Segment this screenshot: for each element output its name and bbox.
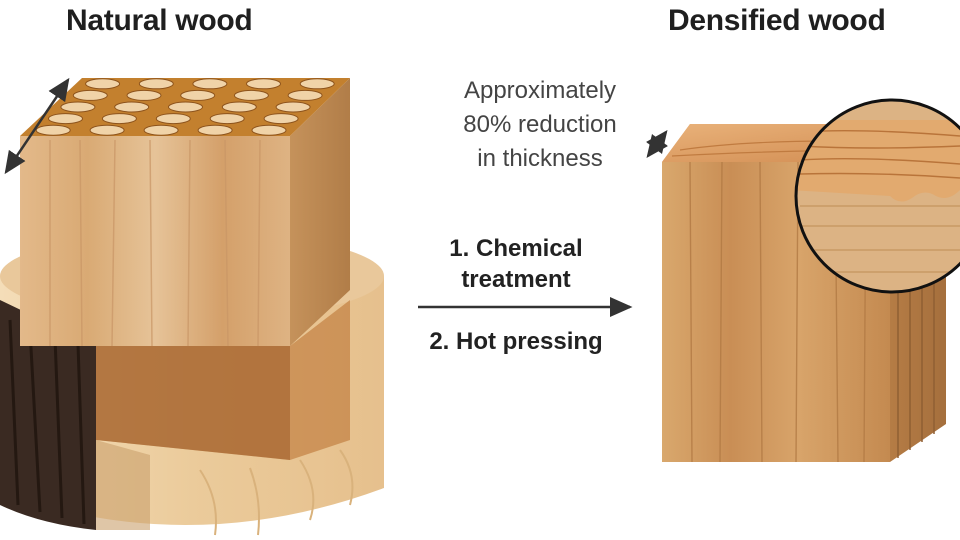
wood-cell <box>233 89 269 101</box>
annotation-line-1: Approximately <box>463 77 617 104</box>
wood-cell <box>155 113 191 125</box>
natural-wood-title: Natural wood <box>66 4 253 37</box>
wood-cell <box>263 113 299 125</box>
wood-cell <box>197 124 233 136</box>
wood-cell <box>287 89 323 101</box>
wood-cell <box>60 101 96 113</box>
wood-cell <box>89 124 125 136</box>
thickness-annotation: Approximately 80% reduction in thickness <box>440 74 640 176</box>
annotation-line-3: in thickness <box>477 145 603 172</box>
wood-cell <box>101 113 137 125</box>
wood-cell <box>299 78 335 90</box>
wood-cell <box>85 78 121 90</box>
wood-cell <box>192 78 228 90</box>
wood-cell <box>138 78 174 90</box>
wood-cell <box>126 89 162 101</box>
wood-cell <box>143 124 179 136</box>
wood-cell <box>221 101 257 113</box>
wood-cell <box>251 124 287 136</box>
wood-cell <box>180 89 216 101</box>
step1-line2: treatment <box>461 266 571 293</box>
wood-cell <box>275 101 311 113</box>
process-step-pressing: 2. Hot pressing <box>429 328 603 355</box>
thickness-reduction-arrow <box>646 130 668 158</box>
wood-cell <box>168 101 203 113</box>
process-step-chemical: 1. Chemical treatment <box>400 233 632 295</box>
annotation-line-2: 80% reduction <box>463 111 617 138</box>
wood-cell <box>114 101 150 113</box>
block-thickness-arrow <box>4 77 70 175</box>
wood-cell <box>246 78 281 90</box>
wood-cell <box>72 89 108 101</box>
wood-cell <box>35 124 71 136</box>
step1-line1: 1. Chemical <box>449 235 583 262</box>
magnifier-circle <box>794 98 960 294</box>
densified-wood-title: Densified wood <box>668 4 886 37</box>
wood-cell <box>209 113 245 125</box>
wood-cell <box>48 113 83 125</box>
